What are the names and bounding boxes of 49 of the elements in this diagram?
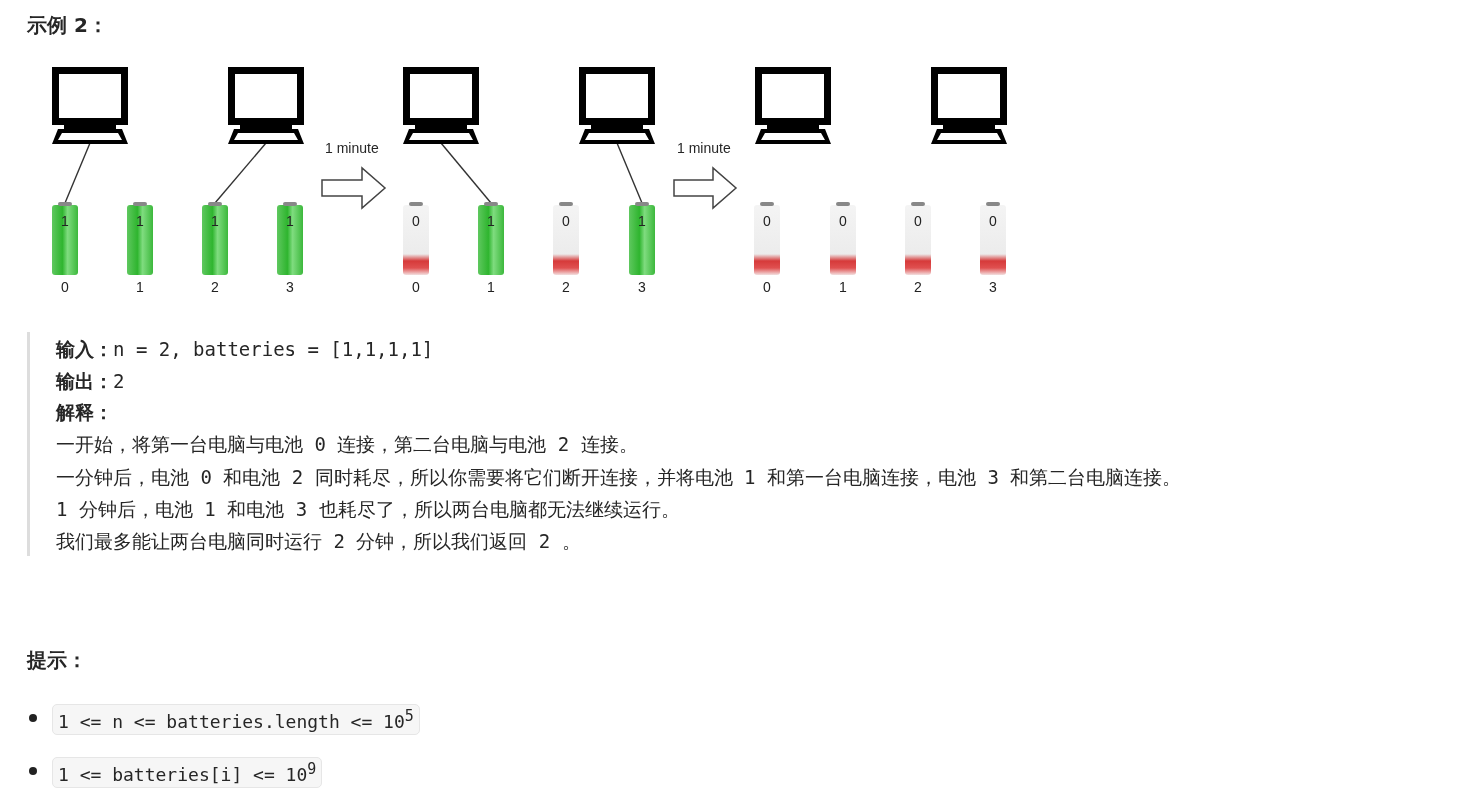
charge-value: 0: [762, 213, 772, 229]
computer-icon: [755, 67, 831, 144]
block-arrow: [321, 166, 387, 210]
charge-value: 1: [486, 213, 496, 229]
battery-index: 0: [762, 279, 772, 295]
charge-value: 0: [411, 213, 421, 229]
battery-index: 2: [561, 279, 571, 295]
heading: 示例 2：: [27, 12, 108, 39]
charge-value: 1: [210, 213, 220, 229]
charge-value: 1: [285, 213, 295, 229]
charge-value: 1: [135, 213, 145, 229]
battery-index: 3: [988, 279, 998, 295]
connector-line: [616, 142, 643, 204]
connector-line: [64, 142, 91, 204]
example-text: 一分钟后，电池 0 和电池 2 同时耗尽，所以你需要将它们断开连接，并将电池 1 和第一台电脑连接，电池 3 和第二台电脑连接。: [56, 465, 1182, 490]
step-label: 1 minute: [677, 140, 731, 156]
battery-index: 0: [411, 279, 421, 295]
battery-index: 3: [637, 279, 647, 295]
computer-icon: [228, 67, 304, 144]
computer-icon: [403, 67, 479, 144]
charge-value: 0: [988, 213, 998, 229]
example-text: 1 分钟后，电池 1 和电池 3 也耗尽了，所以两台电脑都无法继续运行。: [56, 497, 680, 522]
section-heading: 提示：: [27, 647, 87, 674]
example-text: 一开始，将第一台电脑与电池 0 连接，第二台电脑与电池 2 连接。: [56, 432, 638, 457]
battery-index: 0: [60, 279, 70, 295]
charge-value: 1: [637, 213, 647, 229]
battery-index: 1: [135, 279, 145, 295]
battery-index: 1: [486, 279, 496, 295]
computer-icon: [52, 67, 128, 144]
computer-icon: [931, 67, 1007, 144]
example-text: 输出：2: [56, 369, 125, 394]
battery-index: 3: [285, 279, 295, 295]
charge-value: 0: [838, 213, 848, 229]
charge-value: 0: [561, 213, 571, 229]
computer-icon: [579, 67, 655, 144]
charge-value: 0: [913, 213, 923, 229]
example-text: 我们最多能让两台电脑同时运行 2 分钟，所以我们返回 2 。: [56, 529, 581, 554]
battery-index: 2: [210, 279, 220, 295]
constraint-code: 1 <= n <= batteries.length <= 10$^{5}$: [52, 704, 420, 735]
charge-value: 1: [60, 213, 70, 229]
example-text: 解释：: [56, 400, 113, 425]
battery-index: 2: [913, 279, 923, 295]
constraint-code: 1 <= batteries[i] <= 10$^{9}$: [52, 757, 323, 788]
connector-line: [214, 142, 267, 204]
example-text: 输入：n = 2, batteries = [1,1,1,1]: [56, 337, 434, 362]
step-label: 1 minute: [325, 140, 379, 156]
block-arrow: [673, 166, 738, 210]
battery-index: 1: [838, 279, 848, 295]
connector-line: [440, 142, 492, 204]
